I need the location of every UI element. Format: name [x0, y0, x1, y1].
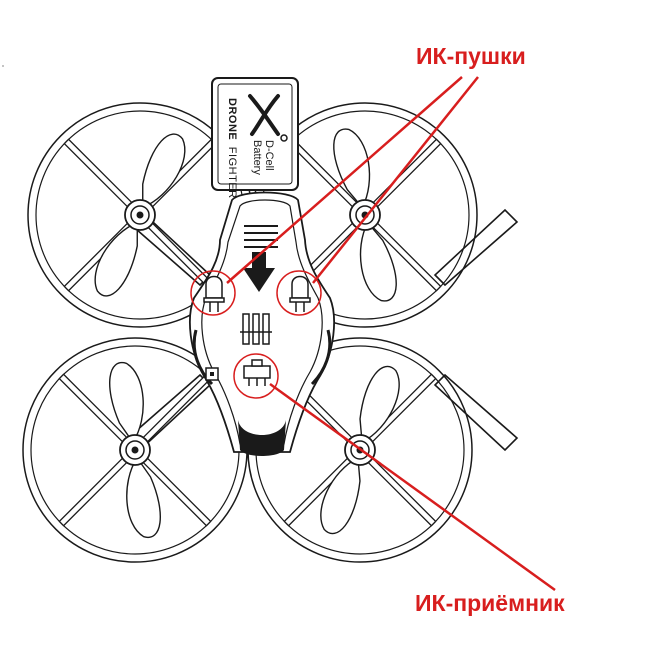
pointer-line-receiver	[269, 382, 556, 592]
ir-emitter-right-highlight	[276, 270, 322, 316]
battery-type-line2: Battery	[251, 140, 263, 175]
ir-guns-label: ИК-пушки	[416, 43, 526, 69]
x-logo-icon	[248, 94, 280, 136]
svg-text:DRONE FIGHTER: DRONE FIGHTER	[226, 98, 238, 199]
rotor-guard-top-right	[252, 102, 478, 328]
rotor-guard-bottom-left	[22, 337, 248, 563]
ir-receiver	[243, 359, 271, 386]
battery-slot-grill	[244, 225, 278, 248]
ir-emitter-right	[289, 275, 311, 312]
ir-receiver-highlight	[233, 353, 279, 399]
pin-header	[240, 313, 272, 345]
ir-receiver-label: ИК-приёмник	[415, 590, 565, 616]
battery-brand-light: FIGHTER	[226, 147, 238, 199]
pointer-line-guns-left	[226, 76, 463, 284]
propeller	[333, 128, 397, 302]
annotations	[190, 76, 556, 592]
pointer-line-guns-right	[312, 76, 479, 284]
drone-body	[189, 191, 335, 456]
ir-emitter-left-highlight	[190, 270, 236, 316]
battery-brand-bold: DRONE	[226, 98, 238, 140]
propeller	[94, 133, 186, 297]
ir-emitter-left	[203, 275, 225, 312]
propeller	[109, 361, 161, 539]
battery: D-Cell Battery DRONE FIGHTER	[211, 77, 299, 199]
propeller	[320, 365, 400, 535]
status-led	[205, 367, 219, 381]
battery-type-line1: D-Cell	[263, 140, 275, 171]
